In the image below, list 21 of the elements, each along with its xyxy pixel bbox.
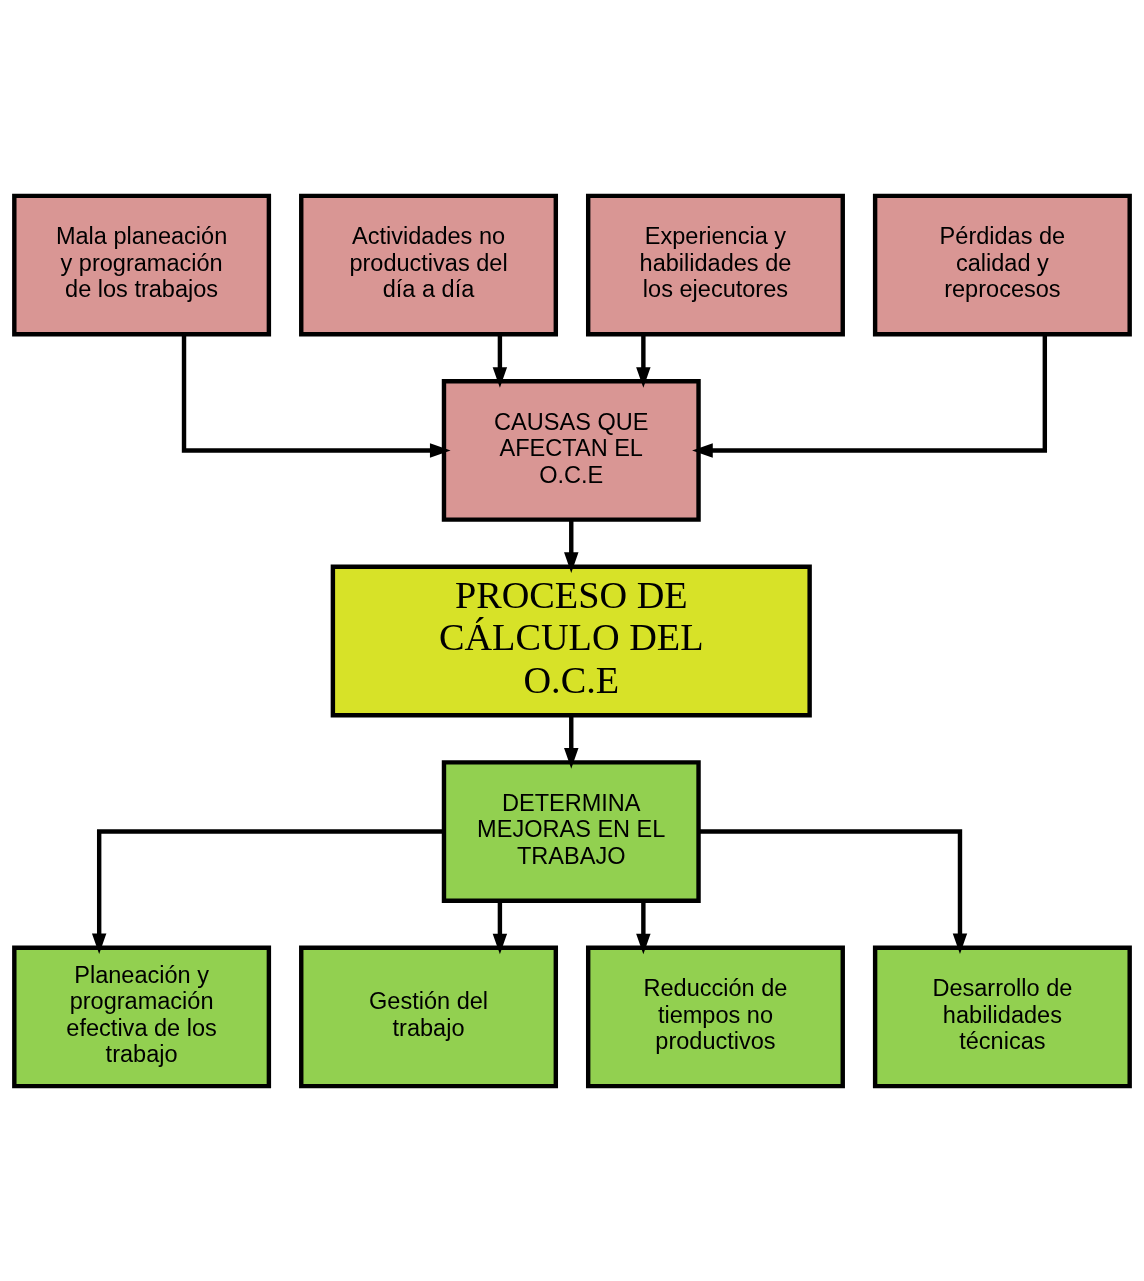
arrow: [636, 334, 651, 388]
arrow: [699, 828, 968, 954]
node-box: Planeación y programación efectiva de los trabajo: [12, 945, 272, 1088]
node-box: Gestión del trabajo: [299, 945, 558, 1088]
arrow: [564, 715, 579, 769]
node-box: DETERMINA MEJORAS EN EL TRABAJO: [441, 759, 701, 903]
arrow: [692, 334, 1048, 458]
node-box: Mala planeación y programación de los trabajos: [12, 193, 272, 336]
arrow: [181, 334, 451, 458]
node-box: Desarrollo de habilidades técnicas: [872, 945, 1132, 1088]
node-box: Reducción de tiempos no productivos: [586, 945, 845, 1088]
node-box: Pérdidas de calidad y reprocesos: [872, 193, 1132, 336]
node-box: PROCESO DE CÁLCULO DEL O.C.E: [330, 564, 812, 717]
arrow: [492, 900, 508, 954]
node-box: Experiencia y habilidades de los ejecutores: [586, 193, 845, 336]
node-box: CAUSAS QUE AFECTAN EL O.C.E: [441, 378, 701, 522]
arrow: [492, 334, 508, 388]
node-box: Actividades no productivas del día a día: [299, 193, 558, 336]
arrow: [636, 900, 651, 954]
arrow: [91, 828, 444, 954]
arrow: [564, 519, 579, 573]
